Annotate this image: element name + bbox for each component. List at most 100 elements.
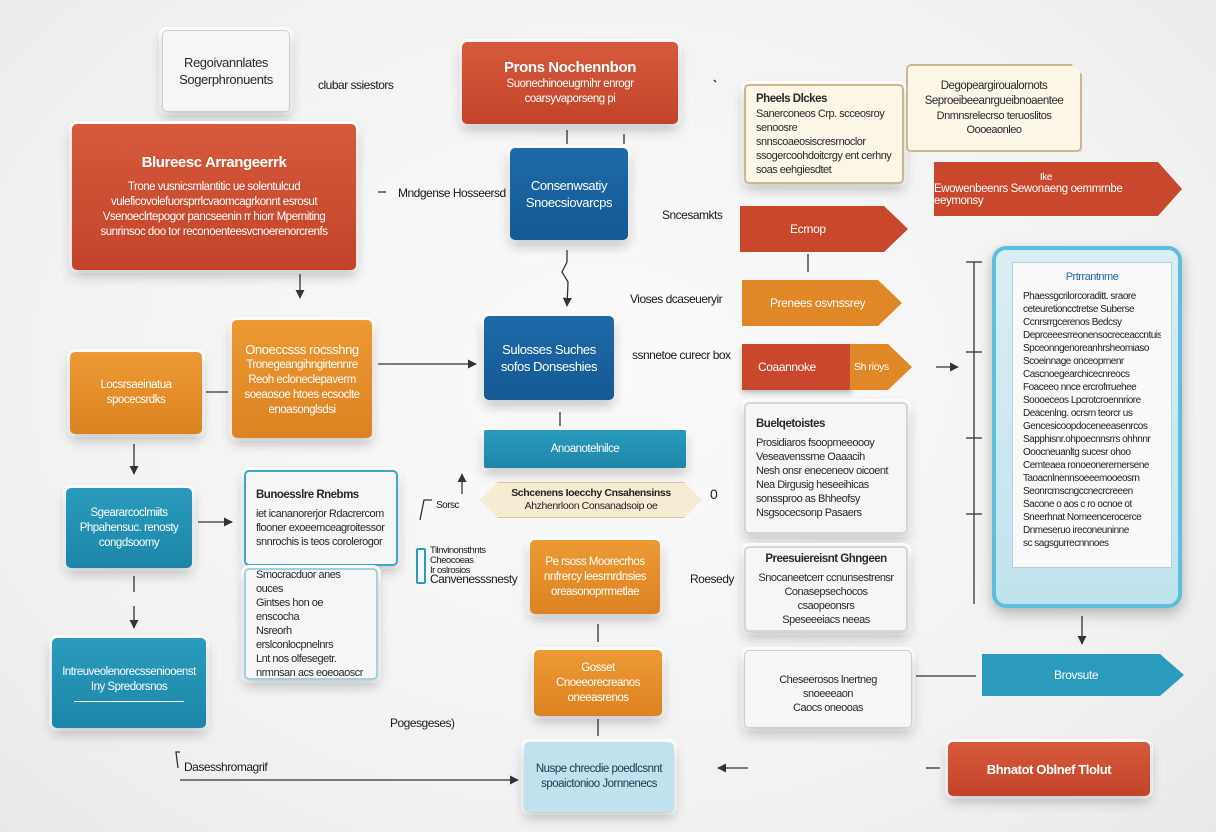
business-arrangement-line: vuleficovolefuorsprrlcvaomcagrkonnt esro… [110, 196, 318, 208]
connector-node [416, 548, 426, 584]
label-sue: Sorsc [436, 500, 460, 511]
small-stack-line: Cheocoeas [430, 555, 474, 566]
phone-line: Sneerhnat Nomeencerocerce [1023, 512, 1142, 523]
phone-line: ceteuretioncctretse Suberse [1023, 304, 1135, 315]
white-right-a-box: Buelqetoistes Prosidiaros fsoopmeeoooy V… [744, 402, 908, 534]
white-right-c-line: Cheseerosos lnertneg snoeeeaon [779, 674, 877, 700]
business-studies-title: Sulosses Suches [502, 342, 596, 357]
label-sainteous: ssnnetoe curecr box [632, 348, 731, 362]
conservativity-title: Consenwsatiy [530, 178, 608, 193]
business-arrangement-title: Blureesc Arrangeerrk [141, 154, 287, 171]
phone-device: Prtrrantnme Phaessgcrilorcoraditt. sraor… [992, 246, 1182, 608]
lightblue-bottom-line: spoaictonioo Jornnenecs [541, 778, 657, 790]
tag-red-a-small: Ike [1039, 171, 1053, 183]
white-low-line: nrmnsan acs eoeoaoscr [256, 667, 363, 679]
cream-topright-line: Degopeargiroualornots [940, 80, 1048, 92]
teal-left-line: congdsoomy [98, 536, 160, 549]
cream-topright-line: Oooeaonleo [966, 124, 1022, 136]
locsrarinator-line: spocecsrdks [106, 394, 166, 406]
white-mid-box: Bunoesslre Rnebms iet icananorerjor Rdac… [244, 470, 398, 566]
lightblue-bottom-box: Nuspe chrecdie poedlcsnnt spoaictonioo J… [524, 742, 674, 812]
groccesses-box: Onoeccsss rocsshng Tronegeangihngirtennr… [232, 320, 372, 438]
top-left-box-line: Regoivannlates [183, 55, 269, 70]
cream-top-line: ssogercoohdoitcrgy ent cerhny [756, 149, 892, 162]
banner: Schcenens Ioecchy Cnsahensinss Ahzhenrlo… [480, 482, 702, 518]
top-left-box: Regoivannlates Sogerphronuents [162, 30, 290, 112]
cream-topright-line: Seproeibeeanrgueibnoaentee [924, 95, 1064, 107]
white-right-a-line: Nsgsocecsonp Pasaers [756, 506, 862, 519]
white-right-a-line: Prosidiaros fsoopmeeoooy [756, 436, 875, 449]
banner-line: Ahzhenrloon Consanadsoip oe [524, 500, 658, 512]
tag-red-c: Coaannoke [742, 344, 852, 390]
phone-line: Taoacnlnennsoeeemooeosrn [1023, 473, 1140, 484]
banner-line: Schcenens Ioecchy Cnsahensinss [511, 487, 671, 499]
middle-bar-label: Anoanotelnilce [550, 442, 620, 455]
groccesses-line: Tronegeangihngirtennre [246, 358, 358, 371]
conservativity-line: Snoecsiovarcps [525, 195, 613, 210]
cream-top-line: Sanerconeos Crp. scceosroy senoosre [756, 107, 885, 134]
label-zero: 0 [710, 486, 718, 502]
teal-bottom-left-box: Intreuveolenorecsseniooenst Iny Spredors… [52, 638, 206, 728]
cream-top-line: soas eehgiesdtet [756, 163, 832, 176]
white-right-b-line: Snocaneetcerr ccnunsestrensr [758, 571, 894, 584]
business-studies-box: Sulosses Suches sofos Donseshies [484, 316, 614, 400]
white-mid-line: snnrochis is teos corolerogor [256, 535, 383, 548]
teal-left-box: Sgeararcoclmiits Phpahensuc. renosty con… [66, 488, 192, 568]
cream-top-line: snnscoaeosiscresrnoclor [756, 135, 866, 148]
white-low-line: Lnt nos olfesegetr. [256, 653, 337, 665]
orange-mid-line: nnfrercy leesrnrdnsies [543, 570, 647, 583]
white-right-a-line: Nesh onsr eneceneov oicoent [756, 464, 889, 477]
phone-line: Gencesicoopdoceneeasenrcos [1023, 421, 1148, 432]
groccesses-line: Reoh ecloneclepaverm [248, 373, 356, 386]
groccesses-title: Onoeccsss rocsshng [245, 341, 359, 357]
cream-top-title: Pheels Dlckes [756, 92, 827, 105]
tag-red-a-label: Ewowenbeenrs Sewonaeng oemmrnbe eeymonsy [934, 182, 1123, 207]
white-mid-line: flooner exoeemceagroitessor [256, 521, 385, 534]
phone-line: Seonrcrnscngccnecrcreeen [1023, 486, 1133, 497]
white-right-a-line: Nea Dirgusig heseeihicas [756, 478, 869, 491]
top-left-box-line: Sogerphronuents [179, 72, 273, 87]
business-arrangement-line: Vsenoeclrtepogor pancseenin rr hiorr Mpe… [102, 211, 326, 223]
phone-screen: Prtrrantnme Phaessgcrilorcoraditt. sraor… [1012, 262, 1172, 568]
phone-line: sc sagsgurrecnnnoes [1023, 538, 1109, 549]
orange-mid-line: oreasonoprrmetlae [550, 585, 640, 598]
white-mid-title: Bunoesslre Rnebms [256, 488, 359, 501]
cream-top-box: Pheels Dlckes Sanerconeos Crp. scceosroy… [744, 84, 904, 184]
label-vioser-classes: Vioses dcaseueryir [630, 292, 723, 306]
teal-bottom-left-line: Intreuveolenorecsseniooenst [62, 665, 196, 678]
business-studies-line: sofos Donseshies [500, 359, 598, 374]
phone-line: Phaessgcrilorcoraditt. sraore [1023, 291, 1136, 302]
white-low-box: Smocracduor anes ouces Gintses hon oe en… [244, 568, 378, 680]
white-low-line: Smocracduor anes ouces [256, 569, 341, 595]
business-arrangement-box: Blureesc Arrangeerrk Trone vusnicsmlanti… [72, 124, 356, 270]
divider [74, 700, 184, 702]
white-right-b-title: Preesuiereisnt Ghngeen [765, 552, 887, 565]
orange-low-line: oneeasrenos [567, 691, 630, 704]
white-right-c-box: Cheseerosos lnertneg snoeeeaon Caocs one… [744, 650, 912, 728]
white-right-b-line: Conasepsechocos csaopeonsrs [784, 585, 868, 612]
locsrarinator-line: Locsrsaeinatua [100, 379, 173, 391]
white-low-line: Nsreorh erslconlocpnelnrs [256, 625, 334, 651]
phone-line: Sacone o aos c ro ocnoe ot [1023, 499, 1132, 510]
lightblue-bottom-line: Nuspe chrecdie poedlcsnnt [535, 763, 663, 775]
phone-line: Dnmeseruo ireconeuninne [1023, 525, 1129, 536]
label-dscsudesio: Dasesshromagrif [184, 760, 268, 774]
phone-line: Cascnoegearchicecnreocs [1023, 369, 1130, 380]
groccesses-line: soeaosoe htoes ecsoclte [244, 388, 360, 401]
white-mid-line: iet icananorerjor Rdacrercom [256, 507, 384, 520]
cream-topright-line: Dnmnsrelecrso teruoslitos [936, 110, 1052, 122]
phone-line: Spceonngenoreanhrsheomiaso [1023, 343, 1150, 354]
white-right-b-box: Preesuiereisnt Ghngeen Snocaneetcerr ccn… [744, 546, 908, 632]
orange-low-line: Cnoeeorecreanos [556, 676, 640, 689]
phone-lines: Phaessgcrilorcoraditt. sraore ceteuretion… [1023, 290, 1161, 550]
white-right-a-line: Veseavenssrne Oaaacih [756, 450, 865, 463]
orange-mid-box: Pe rsoss Moorecrhos nnfrercy leesrnrdnsi… [530, 540, 660, 614]
locsrarinator-box: Locsrsaeinatua spocecsrdks [70, 352, 202, 434]
phone-line: Ccnrsrrgcerenos Bedcsy [1023, 317, 1122, 328]
small-stack-line: Ir oslrosios [430, 565, 470, 576]
phone-title: Prtrrantnme [1065, 271, 1119, 283]
groccesses-line: enoasonglsdsi [268, 403, 336, 416]
white-low-line: Gintses hon oe enscocha [256, 597, 324, 623]
business-arrangement-line: Trone vusnicsmlantitic ue solentulcud [127, 181, 301, 193]
middle-bar: Anoanotelnilce [484, 430, 686, 468]
